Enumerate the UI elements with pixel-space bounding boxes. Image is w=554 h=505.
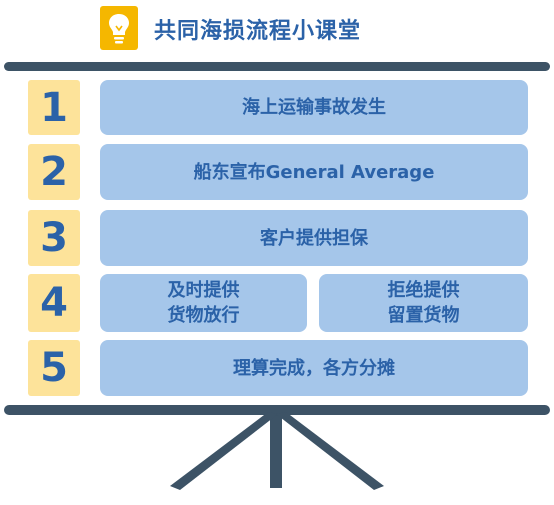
- step-number-4: 4: [28, 274, 80, 332]
- step-card-4-left: 及时提供 货物放行: [100, 274, 307, 332]
- lightbulb-icon: [100, 6, 138, 50]
- page-title: 共同海损流程小课堂: [154, 19, 362, 44]
- step-card-1: 海上运输事故发生: [100, 80, 528, 135]
- board-bottom-bar: [4, 405, 550, 415]
- board-top-bar: [4, 62, 550, 71]
- step-number-2: 2: [28, 144, 80, 200]
- step-card-4-left-line2: 货物放行: [167, 305, 240, 326]
- step-card-3: 客户提供担保: [100, 210, 528, 266]
- step-card-4-right-line1: 拒绝提供: [387, 280, 460, 301]
- step-card-4-right-line2: 留置货物: [387, 305, 460, 326]
- step-number-5: 5: [28, 340, 80, 396]
- step-card-2: 船东宣布General Average: [100, 144, 528, 200]
- step-number-3: 3: [28, 210, 80, 266]
- step-number-1: 1: [28, 80, 80, 135]
- step-card-4-right: 拒绝提供 留置货物: [319, 274, 528, 332]
- step-card-4-left-line1: 及时提供: [167, 280, 240, 301]
- step-card-5: 理算完成，各方分摊: [100, 340, 528, 396]
